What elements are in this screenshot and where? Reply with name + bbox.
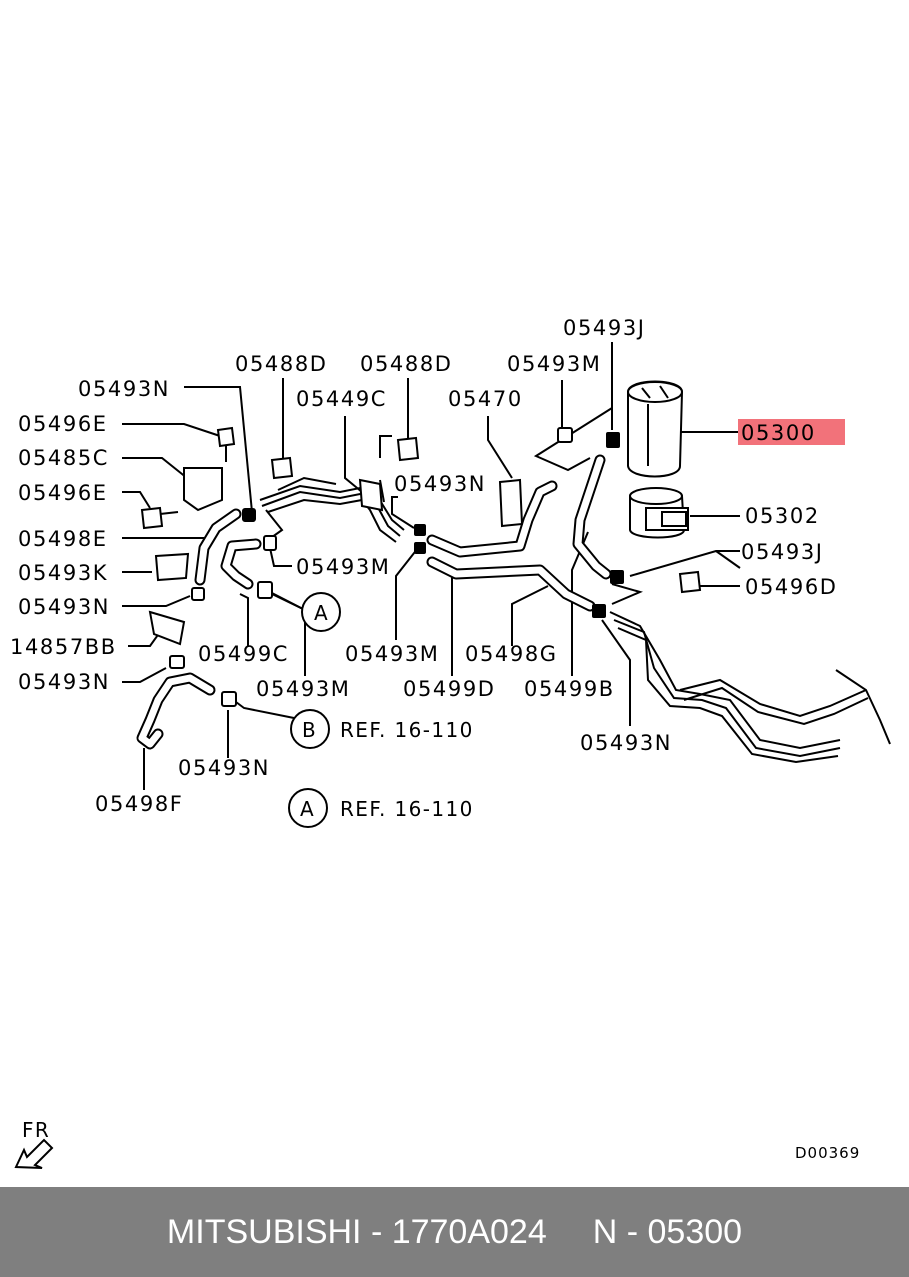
arrow-icon	[14, 1138, 54, 1169]
ref-circle-a: A	[300, 797, 315, 821]
part-label: 05493J	[563, 316, 646, 340]
part-label: 05499B	[524, 677, 615, 701]
part-label: 05493N	[580, 731, 672, 755]
part-label-highlighted: 05300	[741, 421, 816, 445]
ref-text-a: REF. 16-110	[340, 797, 474, 821]
parts-diagram: 05493J 05493M 05488D 05488D 05493N 05449…	[10, 316, 891, 1169]
leader-lines	[122, 342, 741, 790]
ref-circle-a-top: A	[314, 601, 329, 625]
part-label: 05498F	[95, 792, 183, 816]
part-label: 05493M	[256, 677, 351, 701]
ref-circle-b: B	[302, 718, 317, 742]
part-label: 05498E	[18, 527, 108, 551]
hose-lines	[136, 454, 891, 764]
part-label: 05302	[745, 504, 820, 528]
part-label: 05470	[448, 387, 523, 411]
part-label: 05488D	[235, 352, 328, 376]
part-label: 05496E	[18, 481, 108, 505]
part-label: 05449C	[296, 387, 387, 411]
part-label: 05493N	[394, 472, 486, 496]
part-label: 05493N	[18, 670, 110, 694]
part-label: 05493N	[178, 756, 270, 780]
part-label: 05493M	[345, 642, 440, 666]
part-label: 05496E	[18, 412, 108, 436]
part-label: 05498G	[465, 642, 558, 666]
footer-bar: MITSUBISHI - 1770A024 N - 05300	[0, 1187, 909, 1277]
fr-label: FR	[22, 1118, 50, 1142]
part-label: 14857BB	[10, 635, 117, 659]
part-label: 05493N	[18, 595, 110, 619]
part-labels: 05493J 05493M 05488D 05488D 05493N 05449…	[10, 316, 838, 816]
part-label: 05499D	[403, 677, 496, 701]
part-label: 05493M	[507, 352, 602, 376]
part-label: 05493M	[296, 555, 391, 579]
part-label: 05488D	[360, 352, 453, 376]
footer-number: N - 05300	[592, 1212, 743, 1251]
part-label: 05493N	[78, 377, 170, 401]
part-label: 05496D	[745, 575, 838, 599]
footer-brand-part: MITSUBISHI - 1770A024	[166, 1212, 547, 1251]
front-direction-indicator: FR	[14, 1118, 54, 1169]
reference-markers: A B REF. 16-110 A REF. 16-110	[288, 592, 474, 828]
part-label: 05485C	[18, 446, 109, 470]
small-parts	[140, 380, 702, 707]
highlight-05300	[738, 419, 845, 445]
ref-text-b: REF. 16-110	[340, 718, 474, 742]
part-label: 05493J	[741, 540, 824, 564]
part-label: 05499C	[198, 642, 289, 666]
part-label: 05493K	[18, 561, 108, 585]
diagram-code: D00369	[795, 1144, 860, 1162]
